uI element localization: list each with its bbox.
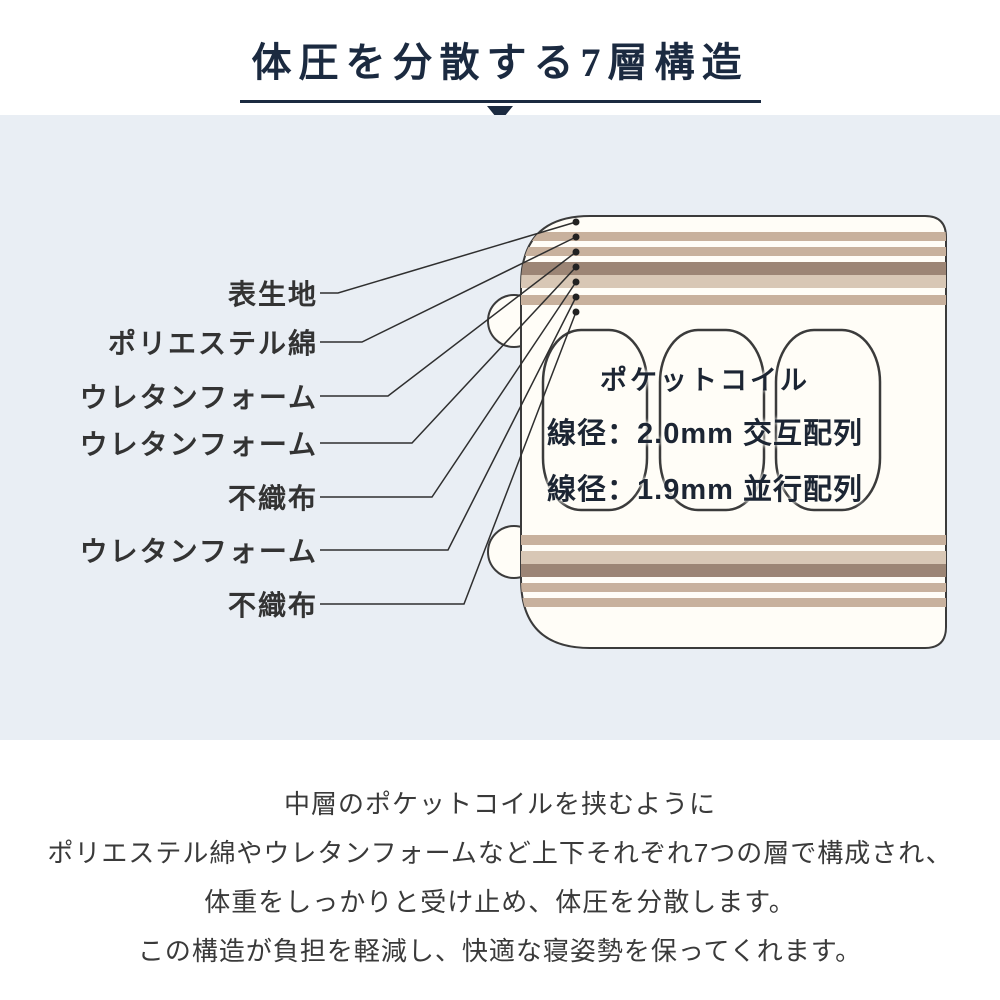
layer-label-polyester-cotton: ポリエステル綿 [107,328,318,359]
bottom-layer-strips [521,535,946,607]
layer-callout-lines [320,221,577,605]
coil-heading: ポケットコイル [600,365,810,396]
mattress-diagram [320,215,947,649]
layer-label-urethane-foam-1: ウレタンフォーム [79,382,318,413]
description-line: ポリエステル綿やウレタンフォームなど上下それぞれ7つの層で構成され、 [47,838,953,868]
page-title: 体圧を分散する7層構造 [239,30,761,103]
header-section: 体圧を分散する7層構造 [0,0,1000,122]
pocket-coil-outline [541,328,649,512]
coil-spec-1: 線径：2.0mm 交互配列 [547,418,863,450]
pocket-coil-outline [774,328,882,512]
layer-label-urethane-foam-3: ウレタンフォーム [79,536,318,567]
layer-label-nonwoven-2: 不織布 [227,590,318,621]
pocket-coil-outline [658,328,766,512]
layer-dots [572,218,580,316]
description-line: 体重をしっかりと受け止め、体圧を分散します。 [204,887,796,917]
pocket-coils [541,328,882,512]
layer-label-nonwoven-1: 不織布 [227,483,318,514]
description-section: 中層のポケットコイルを挟むように ポリエステル綿やウレタンフォームなど上下それぞ… [0,740,1000,976]
description-line: この構造が負担を軽減し、快適な寝姿勢を保ってくれます。 [137,936,863,966]
top-layer-strips [521,232,946,305]
mattress-illustration [520,215,947,649]
layer-label-urethane-foam-2: ウレタンフォーム [79,429,318,460]
coil-spec-2: 線径：1.9mm 並行配列 [547,474,863,506]
diagram-section: 表生地 ポリエステル綿 ウレタンフォーム ウレタンフォーム 不織布 ウレタンフォ… [0,115,1000,740]
description-line: 中層のポケットコイルを挟むように [283,789,716,819]
layer-label-surface-fabric: 表生地 [227,279,318,310]
